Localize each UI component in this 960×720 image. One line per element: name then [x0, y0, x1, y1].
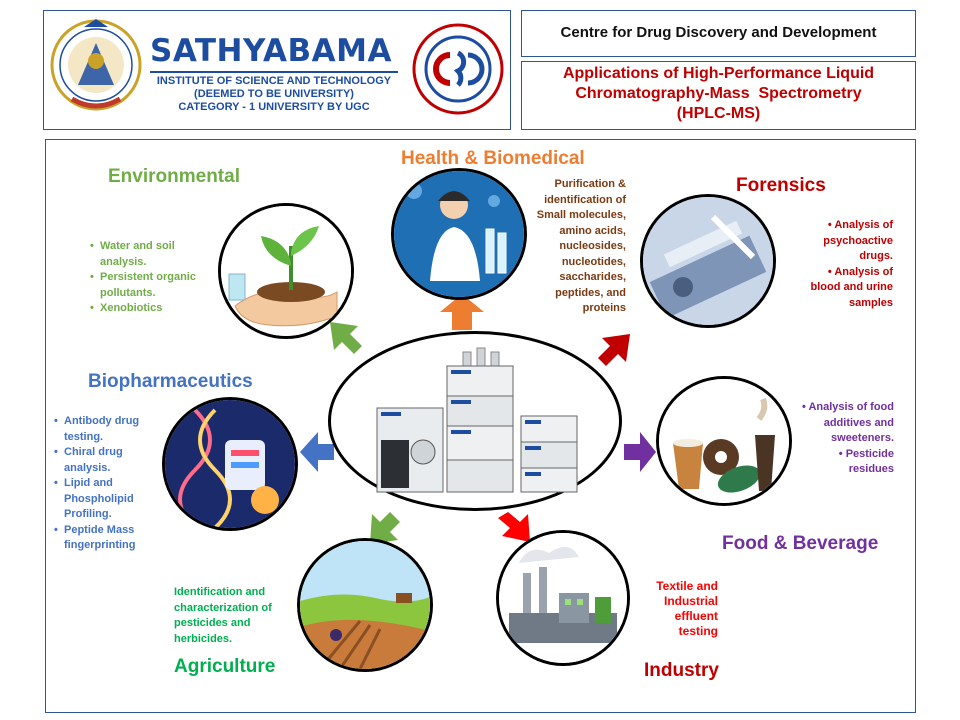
list-item: Peptide Mass fingerprinting — [54, 523, 154, 554]
arrow-up-left-icon — [330, 322, 362, 354]
forensics-list: • Analysis of psychoactive drugs. • Anal… — [790, 218, 894, 311]
main-title-line-3: (HPLC-MS) — [676, 105, 761, 122]
health-text-line: saccharides, — [559, 271, 626, 283]
health-circle — [391, 168, 527, 300]
health-text-line: nucleosides, — [559, 240, 626, 252]
list-item: Lipid and Phospholipid Profiling. — [54, 476, 154, 523]
food-text-line: additives and — [823, 416, 894, 429]
factory-icon — [499, 533, 627, 663]
industry-text: Textile and Industrial effluent testing — [632, 579, 718, 639]
food-text-line: Pesticide — [845, 447, 894, 460]
university-name: SATHYABAMA — [150, 33, 392, 69]
main-title-line-2: Chromatography-Mass Spectrometry — [575, 85, 862, 102]
university-subtitle-3: CATEGORY - 1 UNIVERSITY BY UGC — [178, 101, 370, 113]
forensics-title: Forensics — [736, 175, 826, 196]
logo-divider — [150, 71, 398, 73]
bullet-icon: • — [827, 265, 835, 278]
main-title-line-1: Applications of High-Performance Liquid — [562, 65, 875, 82]
logo-panel: SATHYABAMA INSTITUTE OF SCIENCE AND TECH… — [43, 10, 511, 130]
food-text-line: sweeteners. — [831, 432, 894, 444]
agriculture-text-line: pesticides and — [174, 617, 251, 629]
health-text-line: amino acids, — [559, 224, 626, 237]
industry-text-line: testing — [678, 624, 718, 638]
arrow-up-icon — [440, 294, 484, 330]
industry-text-line: effluent — [674, 609, 718, 623]
university-subtitle-1: INSTITUTE OF SCIENCE AND TECHNOLOGY — [156, 75, 392, 87]
bullet-icon: • — [827, 219, 835, 231]
list-item: • Analysis of — [790, 218, 893, 234]
university-seal-icon — [50, 19, 142, 111]
environmental-title: Environmental — [108, 166, 240, 187]
biopharm-list: Antibody drug testing. Chiral drug analy… — [54, 414, 154, 554]
agriculture-text: Identification and characterization of p… — [174, 585, 314, 647]
cddd-logo-icon — [412, 23, 504, 115]
food-circle — [656, 376, 792, 506]
industry-circle — [496, 530, 630, 666]
forensics-circle — [640, 194, 776, 328]
list-item: Xenobiotics — [90, 301, 210, 317]
agriculture-circle — [297, 538, 433, 672]
list-item: Water and soil analysis. — [90, 239, 210, 270]
forensics-text-line: Analysis of — [834, 219, 893, 231]
bullet-icon: • — [838, 447, 846, 460]
food-text-line: residues — [848, 463, 894, 475]
forensics-text-line: Analysis of — [834, 265, 893, 278]
forensics-text-line: samples — [848, 296, 893, 309]
health-text-line: identification of — [544, 193, 626, 206]
list-item: Antibody drug testing. — [54, 414, 154, 445]
arrow-left-icon — [300, 432, 334, 472]
centre-title-box: Centre for Drug Discovery and Developmen… — [521, 10, 916, 57]
health-text: Purification & identification of Small m… — [522, 177, 626, 317]
environmental-circle — [218, 203, 354, 339]
environmental-list: Water and soil analysis. Persistent orga… — [90, 239, 210, 317]
plant-in-hand-icon — [221, 206, 351, 336]
forensics-text-line: drugs. — [859, 250, 893, 262]
food-list: • Analysis of food additives and sweeten… — [788, 400, 894, 478]
centre-title: Centre for Drug Discovery and Developmen… — [560, 24, 877, 41]
health-title: Health & Biomedical — [401, 148, 585, 169]
health-text-line: peptides, and — [555, 286, 626, 299]
health-text-line: proteins — [582, 302, 626, 314]
food-text-line: Analysis of food — [808, 401, 894, 413]
forensics-text-line: blood and urine — [810, 281, 894, 293]
agriculture-text-line: characterization of — [174, 601, 272, 614]
agriculture-text-line: herbicides. — [174, 632, 233, 645]
hplc-instrument-icon — [376, 347, 578, 493]
industry-text-line: Industrial — [663, 594, 718, 608]
list-item: • Analysis of food — [788, 400, 894, 416]
forensics-text-line: psychoactive — [823, 234, 893, 247]
industry-text-line: Textile and — [656, 579, 718, 593]
list-item: Chiral drug analysis. — [54, 445, 154, 476]
agriculture-title: Agriculture — [174, 656, 276, 677]
health-text-line: Purification & — [554, 178, 626, 190]
food-beverage-icon — [659, 379, 789, 503]
list-item: • Pesticide — [788, 447, 894, 463]
agriculture-text-line: Identification and — [174, 586, 266, 598]
list-item: Persistent organic pollutants. — [90, 270, 210, 301]
biopharm-circle — [162, 397, 298, 531]
arrow-right-icon — [624, 432, 656, 472]
farm-field-icon — [300, 541, 430, 669]
bullet-icon: • — [801, 401, 809, 413]
biopharm-title: Biopharmaceutics — [88, 371, 253, 392]
health-text-line: nucleotides, — [561, 255, 626, 268]
center-ellipse — [328, 331, 622, 511]
food-title: Food & Beverage — [722, 533, 879, 554]
university-subtitle-2: (DEEMED TO BE UNIVERSITY) — [194, 88, 354, 100]
health-text-line: Small molecules, — [536, 209, 626, 221]
arrow-up-right-icon — [598, 334, 630, 366]
arrow-down-left-icon — [370, 512, 400, 544]
main-title-box: Applications of High-Performance Liquid … — [521, 61, 916, 130]
scientist-lab-icon — [394, 171, 524, 297]
forensic-samples-icon — [643, 197, 773, 325]
list-item: • Analysis of — [790, 265, 893, 281]
biopharm-dna-icon — [165, 400, 295, 528]
arrow-down-right-icon — [498, 512, 530, 542]
industry-title: Industry — [644, 660, 719, 681]
